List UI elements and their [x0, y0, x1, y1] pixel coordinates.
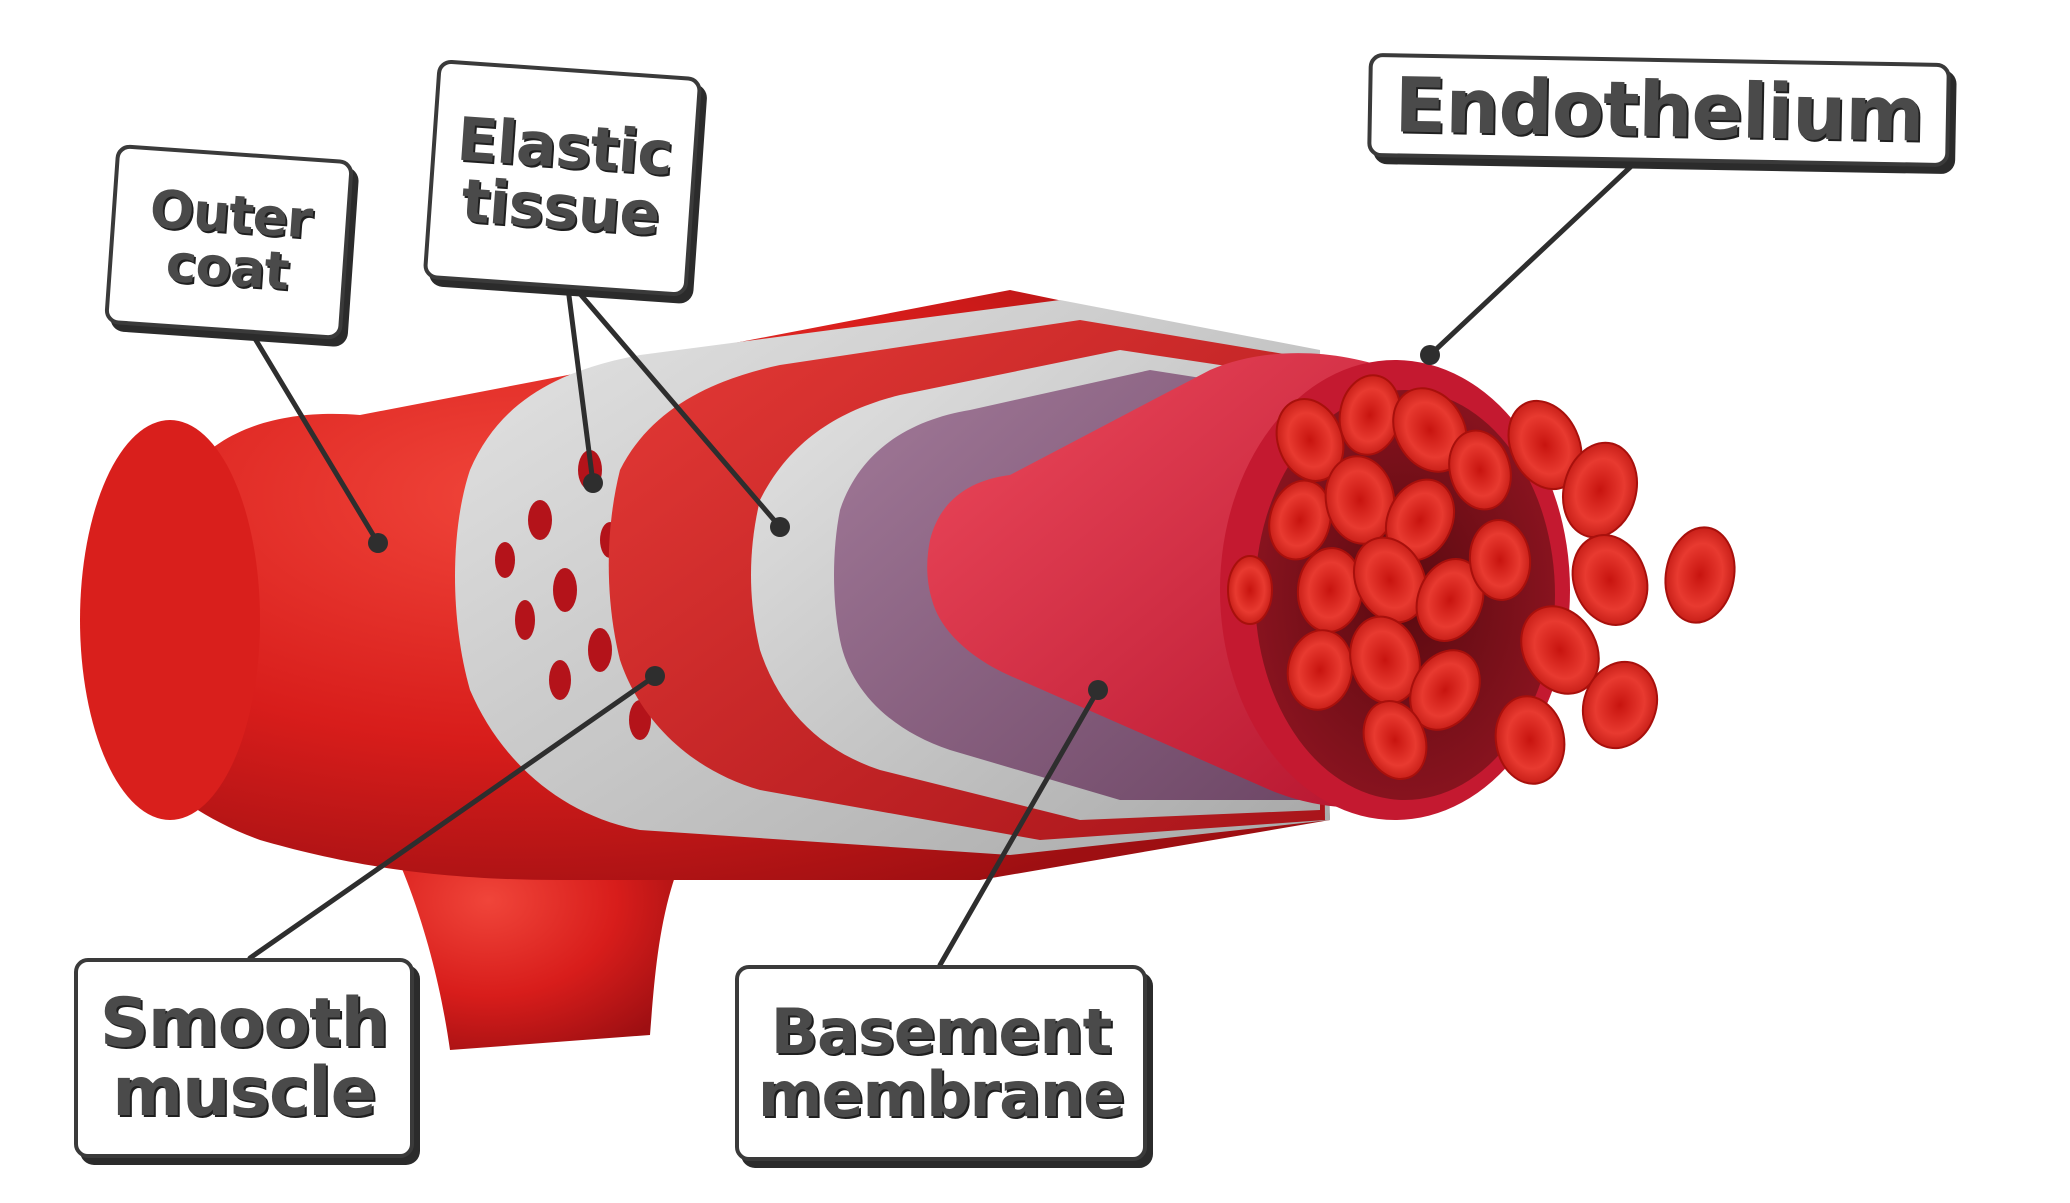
red-blood-cell — [1562, 441, 1638, 539]
leader-line-elastic-2 — [572, 285, 783, 530]
outer-coat-end — [80, 420, 260, 820]
red-blood-cell — [1227, 555, 1273, 625]
red-blood-cell — [1415, 558, 1485, 642]
red-blood-cells — [1227, 374, 1736, 785]
label-outer-coat: Outer coat — [104, 143, 354, 341]
red-blood-cell — [1286, 629, 1354, 711]
dot-basement — [1088, 680, 1108, 700]
label-elastic-tissue: Elastic tissue — [422, 59, 703, 297]
leader-dots — [368, 345, 1440, 700]
red-blood-cell — [1353, 536, 1427, 624]
dot-smooth-muscle — [645, 666, 665, 686]
label-smooth-muscle-text: Smooth muscle — [99, 983, 389, 1132]
red-blood-cell — [1664, 526, 1736, 624]
red-blood-cell — [1448, 429, 1512, 511]
leader-lines — [242, 155, 1643, 968]
label-smooth-muscle: Smooth muscle — [74, 958, 414, 1158]
leader-line-basement — [937, 687, 1101, 968]
dot-elastic-2 — [770, 517, 790, 537]
label-basement-membrane-text: Basement membrane — [757, 994, 1125, 1131]
red-blood-cell — [1520, 605, 1600, 695]
leader-line-endothelium — [1427, 155, 1643, 358]
label-elastic-tissue-text: Elastic tissue — [454, 104, 675, 250]
label-basement-membrane: Basement membrane — [735, 965, 1147, 1161]
leader-line-elastic-1 — [565, 285, 596, 486]
red-blood-cell — [1571, 534, 1649, 626]
dot-elastic-1 — [583, 473, 603, 493]
red-blood-cell — [1268, 479, 1332, 561]
red-blood-cell — [1409, 649, 1481, 731]
dot-outer-coat — [368, 533, 388, 553]
red-blood-cell — [1468, 519, 1532, 601]
leader-line-smooth-muscle — [247, 673, 658, 961]
red-blood-cell — [1494, 695, 1566, 785]
label-outer-coat-text: Outer coat — [147, 179, 314, 303]
label-endothelium: Endothelium — [1367, 52, 1951, 168]
label-endothelium-text: Endothelium — [1393, 60, 1925, 159]
dot-endothelium — [1420, 345, 1440, 365]
leader-line-outer-coat — [242, 319, 381, 546]
red-blood-cell — [1362, 700, 1428, 780]
red-blood-cell — [1581, 660, 1659, 750]
